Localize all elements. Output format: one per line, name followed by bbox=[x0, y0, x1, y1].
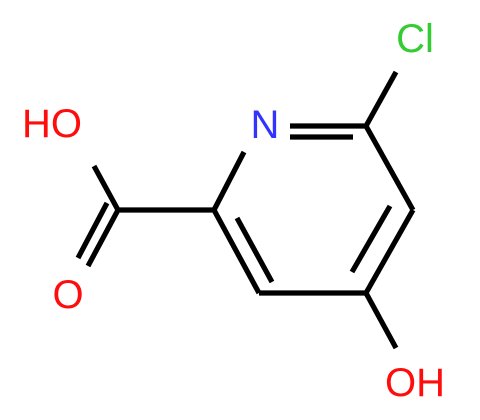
nitrogen-label: N bbox=[251, 103, 280, 147]
bond-c4-oh bbox=[363, 291, 399, 350]
chlorine-label: Cl bbox=[396, 17, 434, 61]
bond-carboxyl-o-double-a bbox=[85, 208, 121, 268]
bond-c6-cl bbox=[363, 70, 399, 128]
bond-carboxyl-o-double-b bbox=[75, 201, 110, 260]
bond-c2-c3-double bbox=[234, 216, 275, 284]
carbonyl-oxygen-label: O bbox=[52, 273, 83, 317]
bond-n1-c2 bbox=[211, 150, 247, 212]
ring-hydroxyl-label: OH bbox=[385, 361, 445, 405]
bond-c5-c6 bbox=[363, 124, 416, 212]
bond-carboxyl-oh bbox=[91, 164, 121, 212]
bond-c2-c3 bbox=[211, 208, 262, 295]
bond-c4-c5-double bbox=[349, 204, 393, 274]
bond-c4-c5 bbox=[363, 208, 416, 295]
carboxyl-hydroxyl-label: HO bbox=[22, 102, 82, 146]
